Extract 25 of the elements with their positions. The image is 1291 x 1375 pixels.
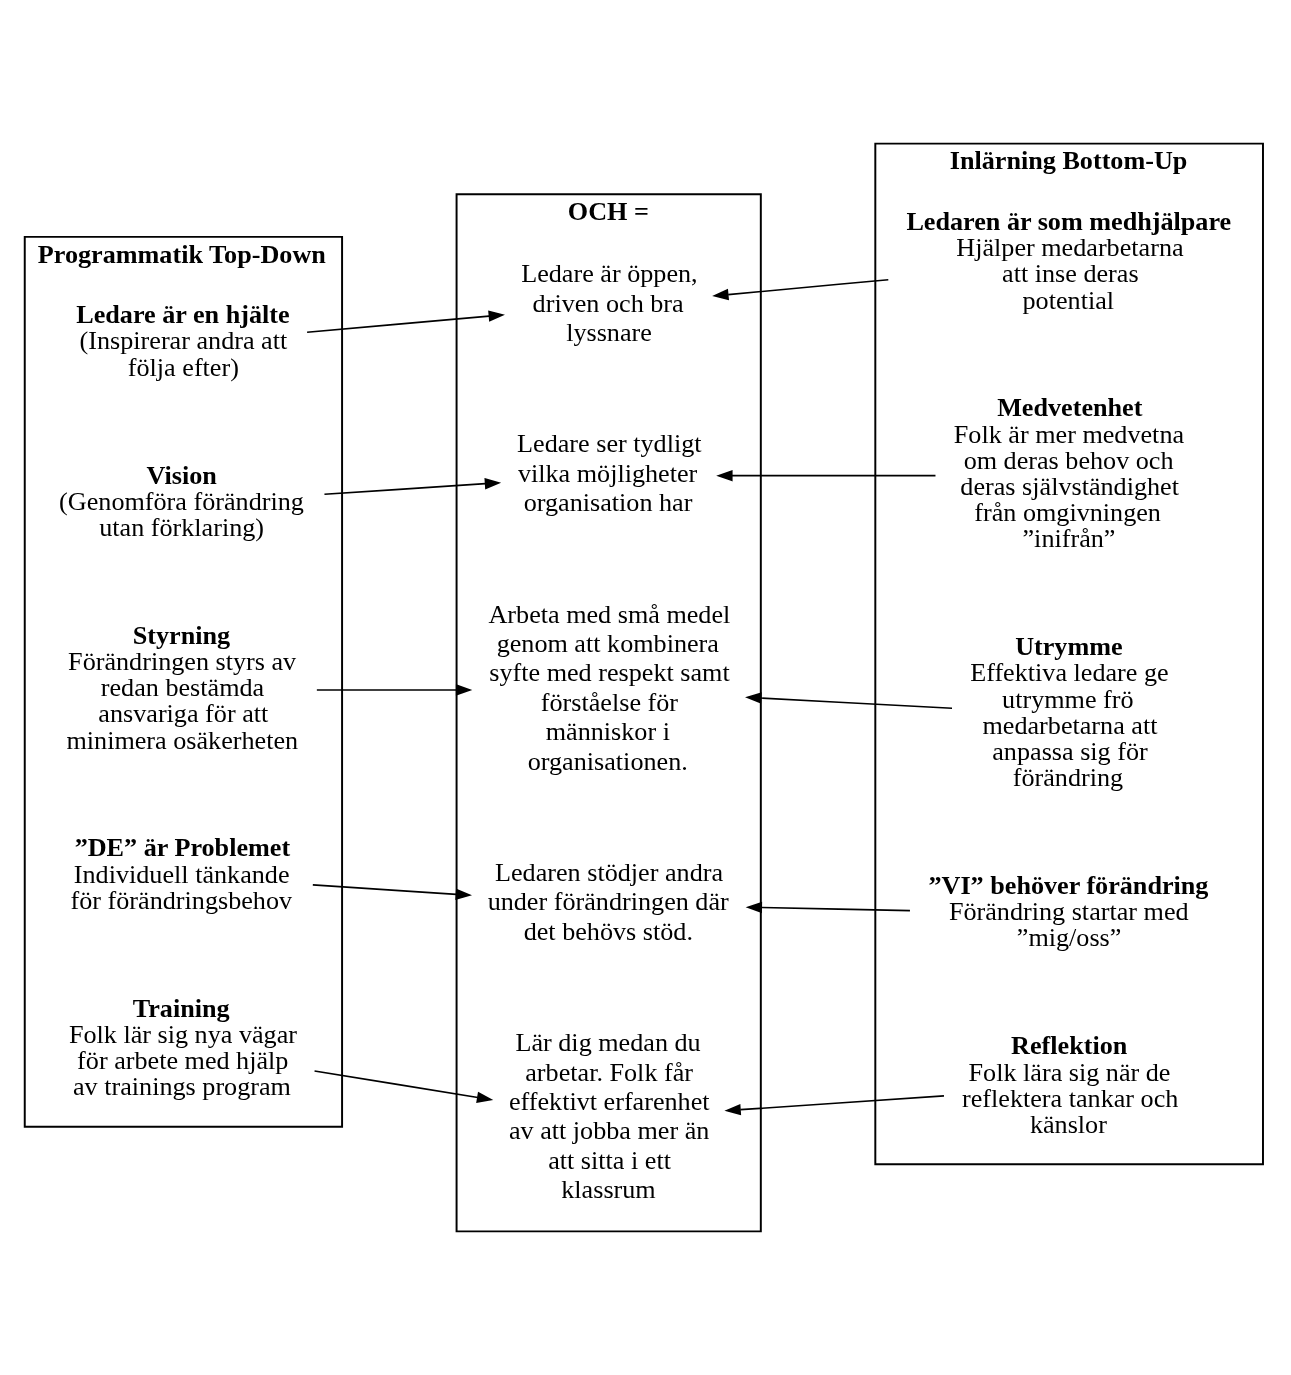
node-text: Ledaren stödjer andra under förändringen där det behövs stöd. [487,858,729,946]
node-text: Ledare är öppen, driven och bra lyssnare [521,259,698,348]
arrow [323,478,502,496]
arrow [716,469,937,482]
node-text: Medvetenhet Folk är mer medvetna om deras behov och deras självständighet från omgivningen ”inifrån” [953,393,1185,554]
node-text: Vision (Genomföra förändring utan förklaring) [59,460,304,542]
arrow [313,1070,494,1104]
arrow [712,278,890,301]
node-text: ”DE” är Problemet Individuell tänkande för förändringsbehov [70,833,293,915]
node-text: Training Folk lär sig nya vägar för arbete med hjälp av trainings program [68,993,298,1102]
arrow [316,684,473,696]
arrow [306,310,505,334]
arrow [745,901,911,914]
node-text: Ledare ser tydligt vilka möjligheter organisation har [517,429,702,518]
node-text: Ledare är en hjälte (Inspirerar andra att följa efter) [76,300,290,382]
node-text: Utrymme Effektiva ledare ge utrymme frö medarbetarna att anpassa sig för förändring [970,632,1169,793]
node-text: Styrning Förändringen styrs av redan bestämda ansvariga för att minimera osäkerheten [66,620,299,755]
node-text: Arbeta med små medel genom att kombinera syfte med respekt samt förståelse för människor i organisationen. [488,599,731,776]
arrow [724,1095,945,1116]
arrow [745,692,953,710]
node-text: ”VI” behöver förändring Förändring startar med ”mig/oss” [928,871,1209,953]
node-text: Ledaren är som medhjälpare Hjälper medarbetarna att inse deras potential [906,206,1232,315]
node-text: Lär dig medan du arbetar. Folk får effektivt erfarenhet av att jobba mer än att sitta i ett klassrum [508,1028,710,1205]
arrow [312,884,472,900]
node-text: Reflektion Folk lära sig när de reflektera tankar och känslor [962,1031,1179,1139]
